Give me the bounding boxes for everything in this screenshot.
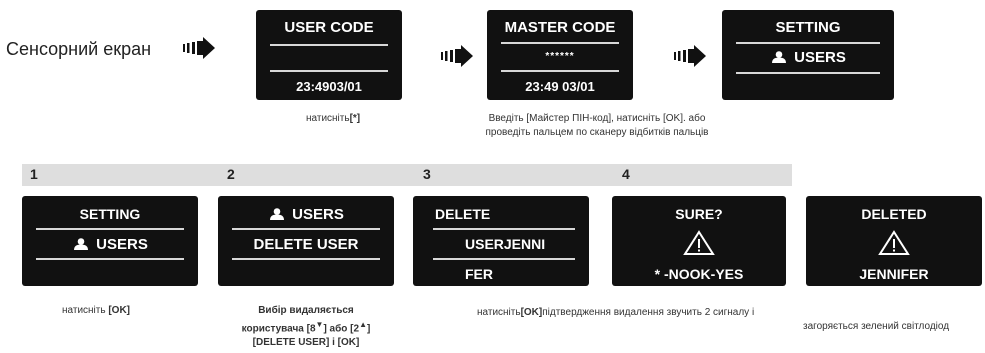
divider (270, 70, 388, 72)
warning-triangle-icon (878, 230, 910, 255)
caption-text: підтвердження видалення звучить 2 сигнал… (542, 307, 755, 318)
title-label: USERS (292, 206, 344, 223)
user-icon (270, 208, 285, 220)
divider (36, 228, 184, 230)
setting-screen-step1: SETTING USERS (22, 196, 198, 286)
divider (736, 72, 880, 74)
caption-key: [OK] (108, 305, 131, 316)
user-name-line1: USERJENNI (465, 236, 546, 252)
menu-item-delete-user: DELETE USER (253, 236, 359, 253)
screen-title: SURE? (675, 206, 723, 222)
caption-text: ] (367, 323, 371, 335)
step-number: 4 (622, 166, 630, 182)
down-arrow-icon: ▼ (315, 320, 324, 329)
screen-title: SETTING (775, 19, 841, 36)
screen-title: USERS (218, 206, 394, 223)
warning-triangle-icon (683, 230, 715, 255)
step-bar (22, 164, 792, 186)
up-arrow-icon: ▲ (359, 320, 367, 329)
screen-title: MASTER CODE (504, 19, 616, 36)
divider (232, 228, 380, 230)
caption-text: натисніть (477, 307, 521, 318)
divider (36, 258, 184, 260)
caption-text: ] або [2 (323, 323, 360, 335)
menu-item-label: USERS (96, 236, 148, 253)
master-code-screen: MASTER CODE ****** 23:49 03/01 (487, 10, 633, 100)
user-name-line2: FER (465, 266, 493, 282)
divider (501, 70, 619, 72)
caption-enter-master-pin: Введіть [Майстер ПІН-код], натисніть [OK… (437, 112, 757, 140)
setting-screen: SETTING USERS (722, 10, 894, 100)
divider (270, 44, 388, 46)
screen-title: USER CODE (284, 19, 374, 36)
caption-line: користувача [8▼] або [2▲] (218, 318, 394, 336)
caption-press-star: натисніть[*] (306, 112, 360, 126)
menu-item-users: USERS (22, 236, 198, 253)
confirm-screen-step4: SURE? * -NOOK-YES (612, 196, 786, 286)
caption-select-user: Вибір видаляється користувача [8▼] або [… (218, 304, 394, 350)
screen-title: DELETED (861, 206, 927, 222)
divider (736, 42, 880, 44)
arrow-right-icon (674, 45, 706, 67)
pin-mask: ****** (545, 51, 575, 62)
deleted-screen: DELETED JENNIFER (806, 196, 982, 286)
user-icon (74, 238, 89, 250)
screen-title: SETTING (79, 206, 141, 222)
confirm-options: * -NOOK-YES (654, 266, 744, 282)
caption-line: [DELETE USER] і [OK] (252, 337, 360, 349)
step-number: 3 (423, 166, 431, 182)
touchscreen-label: Сенсорний екран (6, 39, 152, 59)
step-number: 1 (30, 166, 38, 182)
caption-green-led: загоряється зелений світлодіод (803, 321, 950, 332)
caption-line: Введіть [Майстер ПІН-код], натисніть [OK… (488, 113, 706, 124)
caption-text: натисніть (62, 305, 109, 316)
caption-text: натисніть (306, 113, 350, 124)
caption-confirm-delete: натисніть[OK]підтвердження видалення зву… (477, 306, 754, 320)
deleted-user-name: JENNIFER (859, 266, 929, 282)
divider (501, 42, 619, 44)
caption-line: Вибір видаляється (258, 305, 354, 316)
user-code-screen: USER CODE 23:4903/01 (256, 10, 402, 100)
screen-time: 23:49 03/01 (525, 79, 595, 94)
menu-item-label: USERS (794, 49, 846, 66)
caption-line: проведіть пальцем по сканеру відбитків п… (485, 127, 709, 138)
caption-press-ok: натисніть [OK] (62, 304, 130, 318)
arrow-right-icon (183, 37, 215, 59)
screen-time: 23:4903/01 (296, 79, 362, 94)
step-number: 2 (227, 166, 235, 182)
arrow-right-icon (441, 45, 473, 67)
divider (433, 258, 575, 260)
caption-key: [*] (349, 113, 361, 124)
menu-item-users: USERS (722, 49, 894, 66)
divider (433, 228, 575, 230)
delete-screen-step3: DELETE USERJENNI FER (413, 196, 589, 286)
users-screen-step2: USERS DELETE USER (218, 196, 394, 286)
divider (232, 258, 380, 260)
screen-title: DELETE (435, 206, 491, 222)
user-icon (772, 51, 787, 63)
caption-key: [OK] (520, 307, 543, 318)
caption-text: користувача [8 (241, 323, 316, 335)
